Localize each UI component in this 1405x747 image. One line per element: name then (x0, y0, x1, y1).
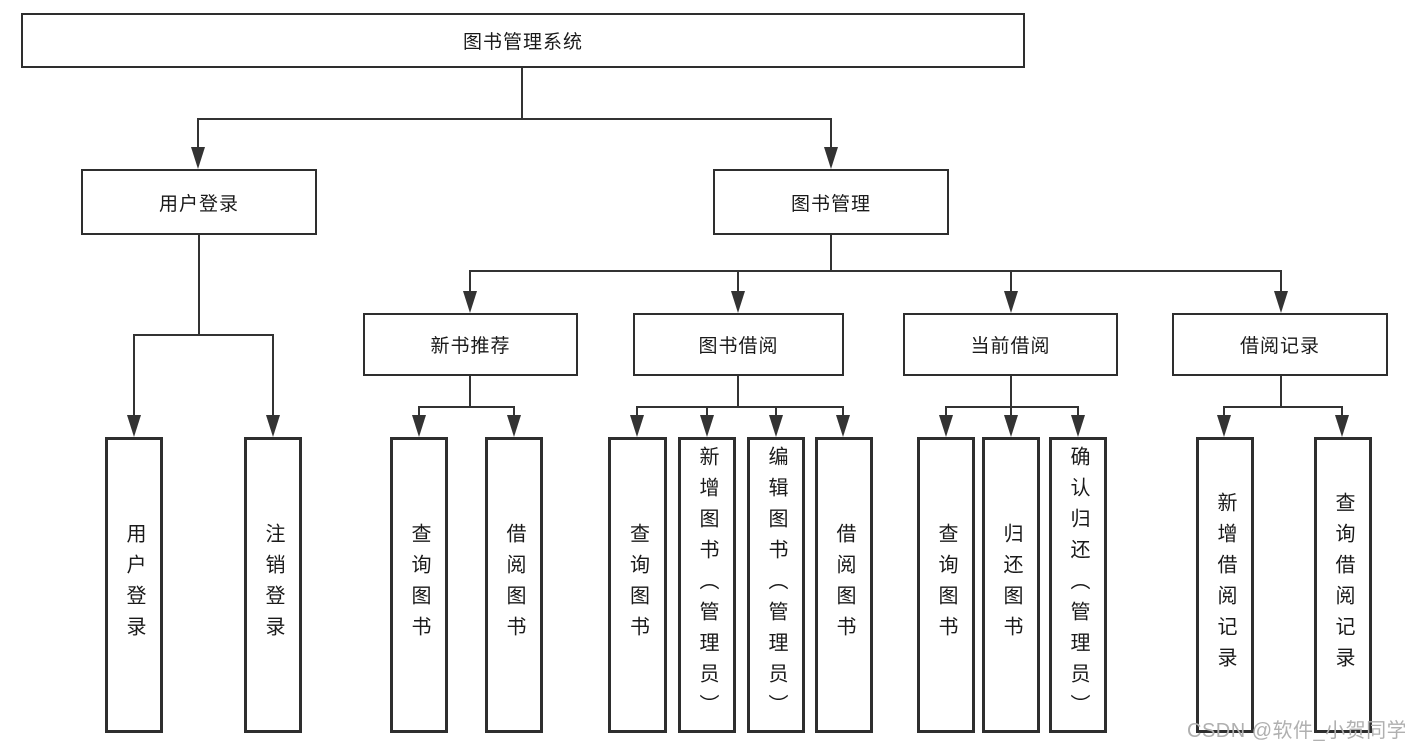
connector-line (513, 406, 515, 417)
arrow-down-icon (769, 415, 783, 437)
connector-line (1010, 406, 1012, 417)
connector-line (133, 334, 135, 417)
leaf-edit-book-admin-label: 编辑图书（管理员） (765, 445, 787, 725)
arrow-down-icon (630, 415, 644, 437)
arrow-down-icon (824, 147, 838, 169)
node-current-borrow: 当前借阅 (903, 313, 1118, 376)
leaf-borrow-book-2-label: 借阅图书 (833, 523, 855, 647)
connector-line (469, 270, 471, 293)
node-book-borrow: 图书借阅 (633, 313, 844, 376)
arrow-down-icon (1335, 415, 1349, 437)
connector-line (272, 334, 274, 417)
connector-line (775, 406, 777, 417)
node-book-management-label: 图书管理 (790, 193, 871, 215)
connector-line (706, 406, 708, 417)
arrow-down-icon (412, 415, 426, 437)
node-root: 图书管理系统 (21, 13, 1025, 68)
connector-line (636, 406, 638, 417)
connector-line (842, 406, 844, 417)
leaf-borrow-book-2: 借阅图书 (815, 437, 873, 733)
node-borrow-record: 借阅记录 (1172, 313, 1388, 376)
leaf-query-book-1: 查询图书 (390, 437, 448, 733)
leaf-query-book-1-label: 查询图书 (408, 523, 430, 647)
leaf-user-login-label: 用户登录 (123, 523, 145, 647)
leaf-logout: 注销登录 (244, 437, 302, 733)
node-user-login-label: 用户登录 (158, 193, 239, 215)
leaf-query-borrow-record-label: 查询借阅记录 (1332, 492, 1354, 678)
arrow-down-icon (191, 147, 205, 169)
leaf-logout-label: 注销登录 (262, 523, 284, 647)
leaf-confirm-return-admin: 确认归还（管理员） (1049, 437, 1107, 733)
connector-line (198, 235, 200, 336)
connector-line (1341, 406, 1343, 417)
connector-line (197, 118, 199, 149)
connector-line (1223, 406, 1225, 417)
connector-line (198, 118, 832, 120)
arrow-down-icon (836, 415, 850, 437)
arrow-down-icon (463, 291, 477, 313)
connector-line (521, 68, 523, 119)
arrow-down-icon (1004, 415, 1018, 437)
leaf-edit-book-admin: 编辑图书（管理员） (747, 437, 805, 733)
arrow-down-icon (1004, 291, 1018, 313)
connector-line (737, 270, 739, 293)
leaf-query-borrow-record: 查询借阅记录 (1314, 437, 1372, 733)
arrow-down-icon (731, 291, 745, 313)
connector-line (830, 235, 832, 272)
leaf-add-borrow-record-label: 新增借阅记录 (1214, 492, 1236, 678)
connector-line (1280, 376, 1282, 408)
connector-line (637, 406, 844, 408)
arrow-down-icon (1274, 291, 1288, 313)
leaf-add-borrow-record: 新增借阅记录 (1196, 437, 1254, 733)
connector-line (1280, 270, 1282, 293)
leaf-query-book-3-label: 查询图书 (935, 523, 957, 647)
leaf-borrow-book-1-label: 借阅图书 (503, 523, 525, 647)
leaf-return-book-label: 归还图书 (1000, 523, 1022, 647)
connector-line (737, 376, 739, 408)
arrow-down-icon (1071, 415, 1085, 437)
leaf-query-book-3: 查询图书 (917, 437, 975, 733)
leaf-add-book-admin-label: 新增图书（管理员） (696, 445, 718, 725)
arrow-down-icon (700, 415, 714, 437)
connector-line (1010, 270, 1012, 293)
arrow-down-icon (939, 415, 953, 437)
connector-line (470, 270, 1282, 272)
leaf-add-book-admin: 新增图书（管理员） (678, 437, 736, 733)
leaf-confirm-return-admin-label: 确认归还（管理员） (1067, 445, 1089, 725)
csdn-watermark: CSDN @软件_小贺同学 (1187, 720, 1405, 742)
connector-line (1010, 376, 1012, 408)
leaf-query-book-2-label: 查询图书 (626, 523, 649, 647)
node-user-login: 用户登录 (81, 169, 317, 235)
connector-line (418, 406, 420, 417)
node-root-label: 图书管理系统 (462, 32, 583, 53)
leaf-query-book-2: 查询图书 (608, 437, 667, 733)
connector-line (1077, 406, 1079, 417)
leaf-borrow-book-1: 借阅图书 (485, 437, 543, 733)
node-book-borrow-label: 图书借阅 (698, 336, 779, 357)
leaf-user-login: 用户登录 (105, 437, 163, 733)
connector-line (134, 334, 274, 336)
arrow-down-icon (507, 415, 521, 437)
arrow-down-icon (1217, 415, 1231, 437)
arrow-down-icon (266, 415, 280, 437)
node-current-borrow-label: 当前借阅 (970, 336, 1051, 357)
connector-line (469, 376, 471, 408)
node-book-management: 图书管理 (713, 169, 949, 235)
node-new-book-recommend-label: 新书推荐 (430, 336, 511, 357)
connector-line (419, 406, 515, 408)
connector-line (830, 118, 832, 149)
leaf-return-book: 归还图书 (982, 437, 1040, 733)
connector-line (945, 406, 947, 417)
arrow-down-icon (127, 415, 141, 437)
node-new-book-recommend: 新书推荐 (363, 313, 578, 376)
node-borrow-record-label: 借阅记录 (1239, 336, 1320, 357)
connector-line (1224, 406, 1343, 408)
connector-line (946, 406, 1079, 408)
